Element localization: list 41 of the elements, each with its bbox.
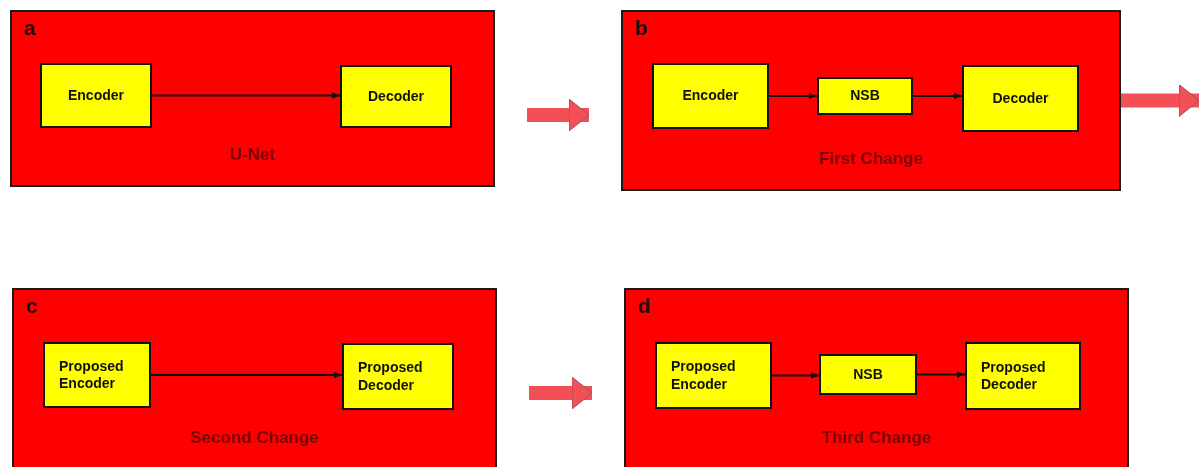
panel-caption: First Change <box>819 149 923 169</box>
process-box <box>43 342 151 408</box>
box-label: Encoder <box>682 87 739 105</box>
arrow <box>912 92 963 100</box>
process-box <box>40 63 152 128</box>
arrow <box>768 92 818 100</box>
panel-background <box>12 288 497 467</box>
box-label: Proposed Encoder <box>671 358 737 393</box>
box-label: Proposed Encoder <box>59 357 125 393</box>
box-label: Encoder <box>68 86 124 105</box>
process-box <box>652 63 769 129</box>
block-arrow <box>527 98 590 132</box>
process-box <box>340 65 452 128</box>
panel-background <box>10 10 495 187</box>
panel-background <box>624 288 1129 467</box>
panel-letter: a <box>24 16 36 39</box>
panel-caption: Third Change <box>821 428 932 448</box>
box-label: NSB <box>850 87 880 105</box>
panel-letter: b <box>635 16 648 39</box>
process-box <box>342 343 454 410</box>
panel-letter: c <box>26 294 38 317</box>
box-label: Proposed Decoder <box>981 358 1047 394</box>
box-label: Decoder <box>992 89 1049 108</box>
panel-caption: Second Change <box>190 428 319 448</box>
panel-letter: d <box>638 294 651 317</box>
panel-background <box>621 10 1121 191</box>
process-box <box>962 65 1079 132</box>
box-label: NSB <box>853 365 883 384</box>
process-box <box>655 342 772 409</box>
process-box <box>817 77 913 115</box>
arrow <box>150 371 343 379</box>
arrow <box>916 371 966 378</box>
arrow <box>151 92 341 99</box>
block-arrow <box>529 376 593 410</box>
block-arrow <box>1121 84 1200 117</box>
arrow <box>771 372 820 379</box>
process-box <box>819 354 917 395</box>
box-label: Proposed Decoder <box>358 359 424 394</box>
panel-caption: U-Net <box>229 145 276 165</box>
box-label: Decoder <box>368 87 424 106</box>
process-box <box>965 342 1081 410</box>
